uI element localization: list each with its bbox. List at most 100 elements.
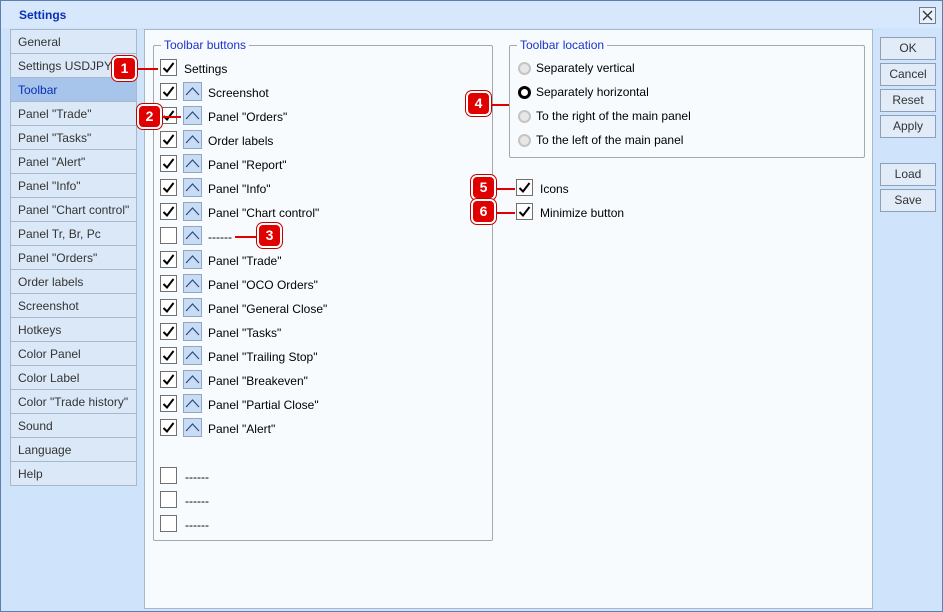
move-up-button[interactable] [183,178,202,197]
move-up-button[interactable] [183,418,202,437]
save-button[interactable]: Save [880,189,936,212]
toolbar-button-label: ------ [208,230,232,244]
sidebar-item-label: Panel Tr, Br, Pc [18,227,101,241]
toolbar-location-radio[interactable] [518,110,531,123]
move-up-button[interactable] [183,226,202,245]
move-up-button[interactable] [183,154,202,173]
sidebar-item[interactable]: Order labels [10,269,137,294]
sidebar-item[interactable]: Color Label [10,365,137,390]
sidebar-item-label: Order labels [18,275,84,289]
toolbar-button-checkbox[interactable] [160,227,177,244]
toolbar-button-checkbox[interactable] [160,203,177,220]
toolbar-button-label: Panel "Report" [208,158,287,172]
move-up-button[interactable] [183,106,202,125]
sidebar-item[interactable]: Hotkeys [10,317,137,342]
toolbar-location-radio[interactable] [518,86,531,99]
move-up-button[interactable] [183,298,202,317]
sidebar-item[interactable]: Toolbar [10,77,137,102]
move-up-button[interactable] [183,370,202,389]
sidebar-item-label: Language [18,443,72,457]
sidebar-item-label: Panel "Tasks" [18,131,92,145]
separator-checkbox[interactable] [160,491,177,508]
move-up-button[interactable] [183,274,202,293]
checkmark-icon [162,398,175,410]
sidebar-item[interactable]: Panel "Orders" [10,245,137,270]
toolbar-button-checkbox[interactable] [160,155,177,172]
checkmark-icon [162,254,175,266]
toolbar-location-legend: Toolbar location [517,38,608,52]
move-up-button[interactable] [183,202,202,221]
window-title: Settings [19,8,67,22]
sidebar-item[interactable]: Panel Tr, Br, Pc [10,221,137,246]
sidebar-item[interactable]: Panel "Alert" [10,149,137,174]
title-bar[interactable]: Settings [1,1,942,28]
chevron-up-icon [185,375,200,384]
toolbar-button-checkbox[interactable] [160,347,177,364]
toolbar-button-label: Panel "Alert" [208,422,276,436]
sidebar-item[interactable]: Screenshot [10,293,137,318]
separator-checkbox[interactable] [160,515,177,532]
chevron-up-icon [185,351,200,360]
chevron-up-icon [185,87,200,96]
checkmark-icon [162,62,175,74]
sidebar-item-label: Toolbar [18,83,58,97]
toolbar-button-label: Panel "Breakeven" [208,374,308,388]
move-up-button[interactable] [183,394,202,413]
toolbar-location-radio[interactable] [518,62,531,75]
sidebar-item[interactable]: Help [10,461,137,486]
minimize-button-checkbox[interactable] [516,203,533,220]
annotation-badge-1: 1 [112,56,137,81]
annotation-leader [495,188,515,190]
sidebar-item-label: Hotkeys [18,323,62,337]
toolbar-location-radio[interactable] [518,134,531,147]
load-button[interactable]: Load [880,163,936,186]
annotation-badge-6: 6 [471,199,496,224]
toolbar-location-label: To the right of the main panel [536,109,691,123]
move-up-button[interactable] [183,250,202,269]
toolbar-button-label: Panel "Trailing Stop" [208,350,318,364]
toolbar-button-checkbox[interactable] [160,371,177,388]
toolbar-button-checkbox[interactable] [160,299,177,316]
chevron-up-icon [185,207,200,216]
toolbar-button-checkbox[interactable] [160,179,177,196]
ok-button[interactable]: OK [880,37,936,60]
toolbar-button-checkbox[interactable] [160,131,177,148]
sidebar-item[interactable]: Panel "Trade" [10,101,137,126]
move-up-button[interactable] [183,322,202,341]
toolbar-location-label: To the left of the main panel [536,133,684,147]
toolbar-button-label: Settings [184,62,228,76]
sidebar-item[interactable]: Color Panel [10,341,137,366]
toolbar-button-checkbox[interactable] [160,323,177,340]
toolbar-location-label: Separately horizontal [536,85,649,99]
move-up-button[interactable] [183,346,202,365]
icons-checkbox[interactable] [516,179,533,196]
sidebar-item[interactable]: Panel "Info" [10,173,137,198]
toolbar-button-checkbox[interactable] [160,395,177,412]
move-up-button[interactable] [183,82,202,101]
toolbar-button-checkbox[interactable] [160,251,177,268]
chevron-up-icon [185,423,200,432]
toolbar-button-checkbox[interactable] [160,83,177,100]
sidebar-item[interactable]: Color "Trade history" [10,389,137,414]
cancel-button[interactable]: Cancel [880,63,936,86]
separator-checkbox[interactable] [160,467,177,484]
apply-button[interactable]: Apply [880,115,936,138]
checkmark-icon [162,158,175,170]
sidebar-item-label: Panel "Alert" [18,155,86,169]
toolbar-button-checkbox[interactable] [160,275,177,292]
sidebar-item[interactable]: Language [10,437,137,462]
reset-button[interactable]: Reset [880,89,936,112]
separator-label: ------ [185,470,209,484]
icons-label: Icons [540,182,569,196]
sidebar-item[interactable]: Sound [10,413,137,438]
sidebar-item[interactable]: Panel "Chart control" [10,197,137,222]
toolbar-button-checkbox[interactable] [160,59,177,76]
move-up-button[interactable] [183,130,202,149]
separator-label: ------ [185,494,209,508]
toolbar-button-checkbox[interactable] [160,419,177,436]
sidebar-item[interactable]: Panel "Tasks" [10,125,137,150]
annotation-leader [161,116,181,118]
sidebar-item[interactable]: General [10,29,137,54]
toolbar-buttons-legend: Toolbar buttons [161,38,250,52]
close-button[interactable] [919,7,936,24]
